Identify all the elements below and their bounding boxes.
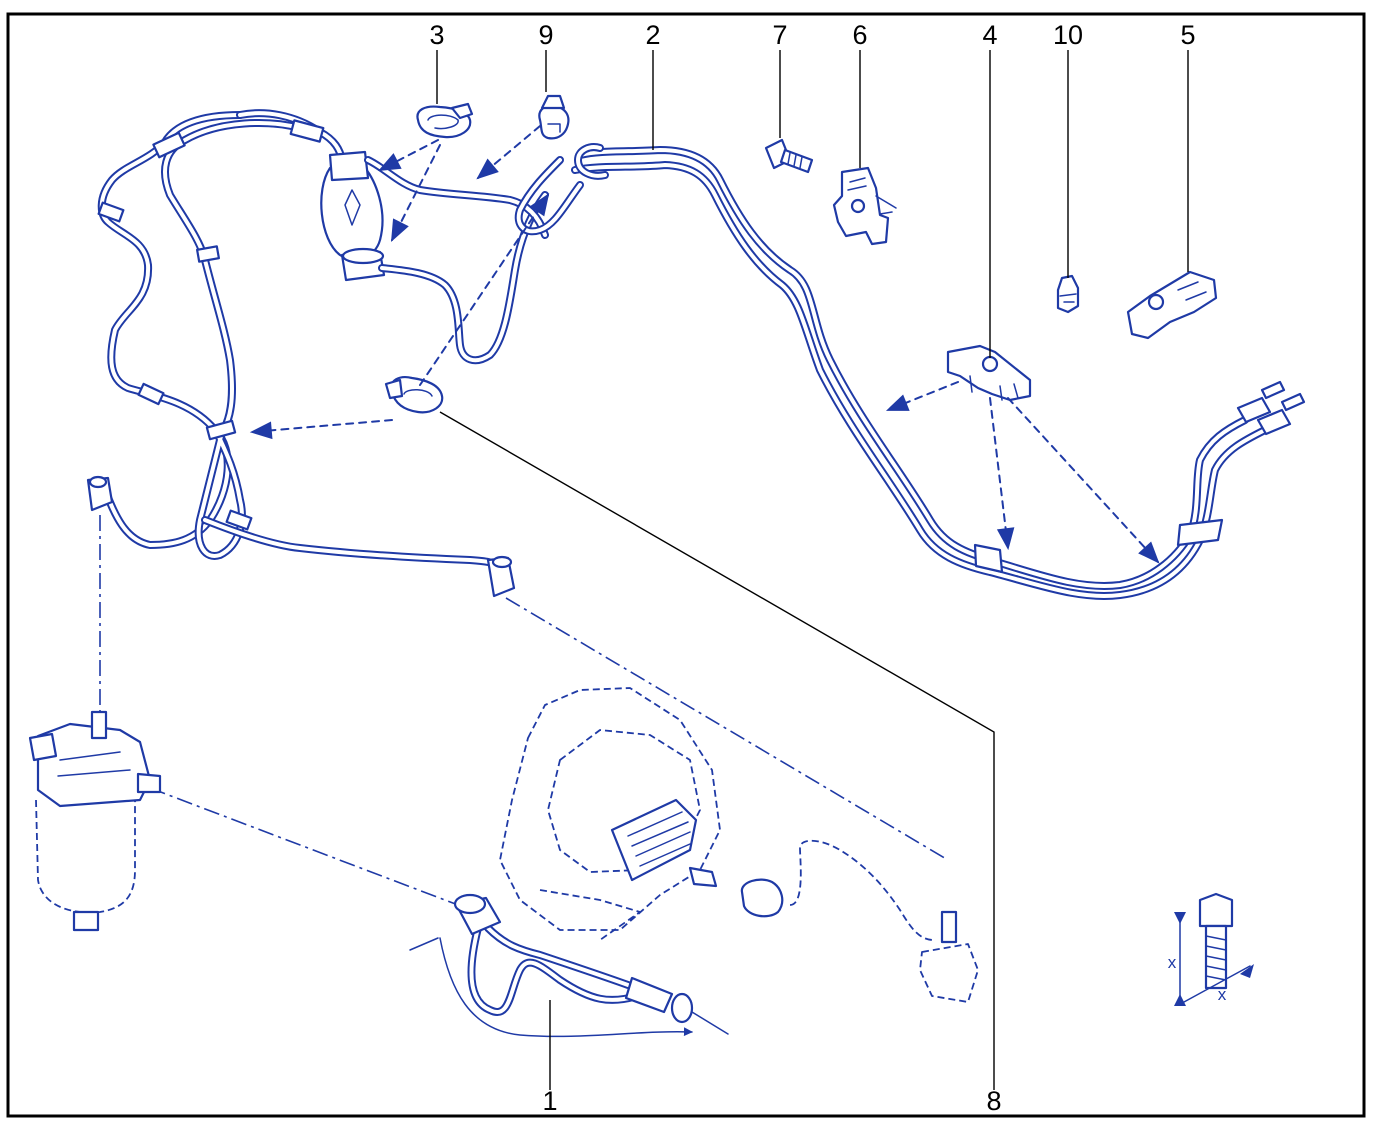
bracket-part-6 — [832, 166, 897, 246]
return-line-loop — [86, 111, 516, 598]
callout-5: 5 — [1180, 20, 1195, 50]
dimension-label-vertical: x — [1168, 953, 1177, 972]
callout-7: 7 — [772, 20, 787, 50]
primer-bulb — [236, 109, 549, 365]
callout-leaders — [436, 50, 1189, 1090]
alignment-lines — [99, 515, 949, 909]
callout-3: 3 — [429, 20, 444, 50]
dimension-label-horizontal: x — [1218, 985, 1227, 1004]
callout-2: 2 — [645, 20, 660, 50]
bracket-part-5 — [1126, 270, 1218, 340]
callout-1: 1 — [542, 1086, 557, 1116]
bolt-dimension-symbol: x x — [1168, 892, 1254, 1006]
callout-9: 9 — [538, 20, 553, 50]
fuel-line-pipes — [514, 143, 1306, 600]
callout-6: 6 — [852, 20, 867, 50]
feed-pipe-part-1 — [409, 893, 729, 1038]
assembly-arrows — [249, 125, 1160, 564]
clip-part-10 — [1056, 274, 1080, 314]
diagram-frame — [6, 12, 1366, 1118]
high-pressure-pump — [499, 687, 979, 1003]
bracket-part-4 — [946, 344, 1032, 402]
callout-8: 8 — [986, 1086, 1001, 1116]
clip-part-8 — [384, 376, 444, 414]
clip-part-9 — [538, 94, 570, 140]
callout-4: 4 — [982, 20, 997, 50]
callout-10: 10 — [1053, 20, 1083, 50]
fuel-filter — [28, 710, 162, 932]
clip-part-3 — [416, 102, 474, 139]
callout-numbers: 3 9 2 7 6 4 10 5 1 8 — [429, 20, 1195, 1116]
bolt-part-7 — [764, 138, 814, 174]
